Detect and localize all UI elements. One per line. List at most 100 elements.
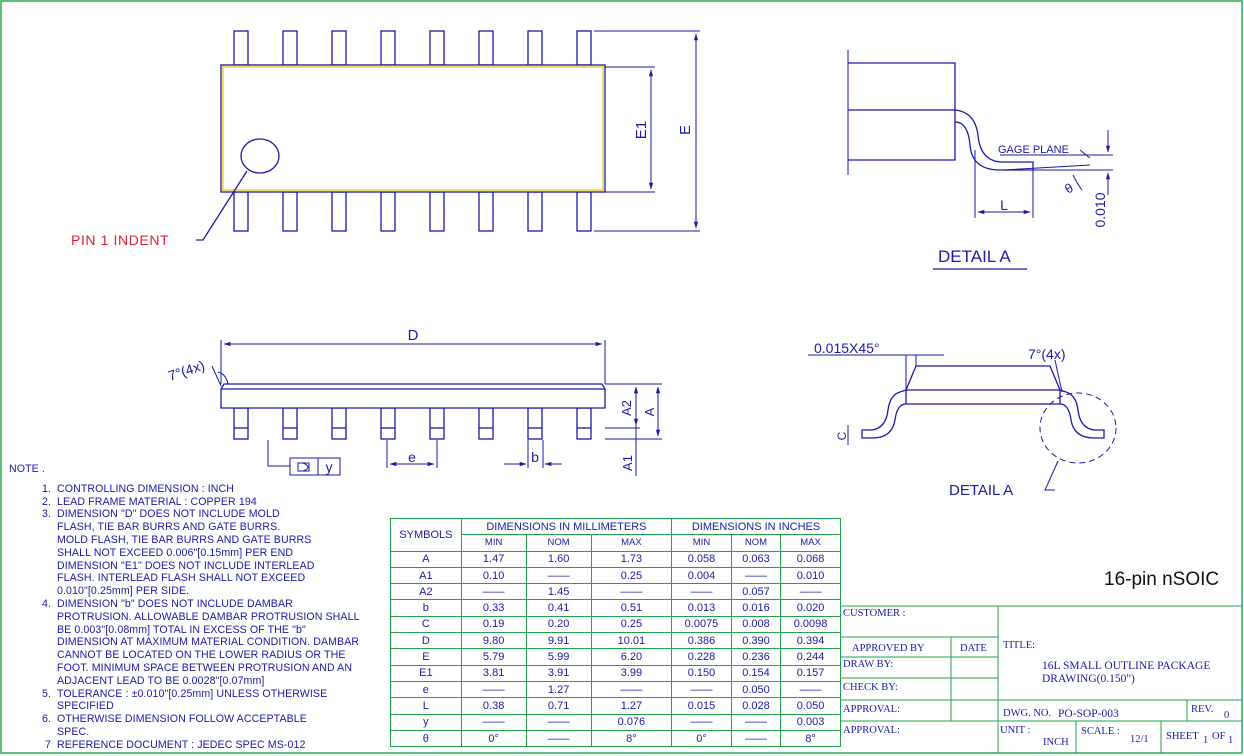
symbol-cell: θ bbox=[390, 729, 462, 748]
value-cell: 8° bbox=[590, 729, 673, 748]
pin1-indent-label: PIN 1 INDENT bbox=[71, 232, 169, 248]
side-lead bbox=[331, 407, 347, 440]
symbol-cell: y bbox=[390, 713, 462, 731]
value-cell: —— bbox=[590, 680, 673, 699]
note-number: 7 bbox=[45, 738, 51, 751]
value-cell: 0.0075 bbox=[671, 615, 732, 634]
title-line2: DRAWING(0.150") bbox=[1042, 673, 1135, 685]
unit-value: INCH bbox=[1043, 737, 1069, 748]
sub-header-nom: NOM bbox=[730, 534, 782, 552]
note-number: 6. bbox=[41, 713, 51, 726]
package-body-top-inner bbox=[222, 66, 604, 191]
note-line: DIMENSION "D" DOES NOT INCLUDE MOLD bbox=[57, 508, 280, 521]
label-pitch-e: e bbox=[408, 449, 416, 465]
approval-label-2: APPROVAL: bbox=[843, 725, 900, 736]
label-gage-plane: GAGE PLANE bbox=[998, 144, 1069, 156]
top-view bbox=[196, 30, 700, 241]
dwg-no-label: DWG. NO. bbox=[1003, 708, 1052, 719]
side-lead bbox=[478, 407, 494, 440]
side-lead bbox=[576, 407, 592, 440]
top-lead-lower bbox=[380, 191, 396, 232]
value-cell: 0.33 bbox=[460, 599, 527, 617]
value-cell: —— bbox=[590, 583, 673, 601]
note-line: LEAD FRAME MATERIAL : COPPER 194 bbox=[57, 495, 257, 508]
value-cell: 0° bbox=[460, 729, 527, 748]
note-line: CONTROLLING DIMENSION : INCH bbox=[57, 482, 235, 495]
value-cell: 0.020 bbox=[780, 599, 841, 617]
value-cell: 6.20 bbox=[590, 648, 673, 666]
package-name: 16-pin nSOIC bbox=[1104, 569, 1220, 590]
note-item: 2.LEAD FRAME MATERIAL : COPPER 194 bbox=[9, 496, 394, 509]
symbol-cell: C bbox=[390, 615, 462, 634]
pin1-indent-circle bbox=[240, 138, 280, 174]
value-cell: 0.51 bbox=[590, 599, 673, 617]
top-lead-upper bbox=[331, 30, 347, 66]
approval-label-1: APPROVAL: bbox=[843, 704, 900, 715]
value-cell: 0.016 bbox=[730, 599, 782, 617]
symbol-cell: E bbox=[390, 648, 462, 666]
note-line: DIMENSION AT MAXIMUM MATERIAL CONDITION.… bbox=[57, 636, 360, 649]
approved-by-label: APPROVED BY bbox=[852, 643, 925, 654]
symbol-cell: L bbox=[390, 697, 462, 715]
value-cell: 0.25 bbox=[590, 615, 673, 634]
value-cell: 5.99 bbox=[525, 648, 592, 666]
value-cell: 3.99 bbox=[590, 664, 673, 682]
label-chamfer: 0.015X45° bbox=[814, 340, 880, 356]
note-line: FLASH, TIE BAR BURRS AND GATE BURRS. bbox=[57, 521, 281, 534]
title-line1: 16L SMALL OUTLINE PACKAGE bbox=[1042, 660, 1211, 672]
symbol-cell: e bbox=[390, 680, 462, 699]
note-line: FLASH. INTERLEAD FLASH SHALL NOT EXCEED bbox=[57, 572, 306, 585]
value-cell: —— bbox=[525, 566, 592, 585]
note-number: 3. bbox=[41, 508, 51, 521]
top-lead-lower bbox=[429, 191, 445, 232]
top-lead-lower bbox=[331, 191, 347, 232]
sheet-total: 1 bbox=[1228, 735, 1234, 746]
label-l: L bbox=[1000, 197, 1008, 213]
top-lead-upper bbox=[576, 30, 592, 66]
value-cell: —— bbox=[525, 729, 592, 748]
note-number: 1. bbox=[41, 482, 51, 495]
value-cell: 0.150 bbox=[671, 664, 732, 682]
notes-header: NOTE . bbox=[9, 463, 45, 475]
value-cell: 9.91 bbox=[525, 632, 592, 650]
value-cell: 0.008 bbox=[730, 615, 782, 634]
value-cell: 1.73 bbox=[590, 550, 673, 568]
top-lead-upper bbox=[233, 30, 249, 66]
value-cell: —— bbox=[730, 729, 782, 748]
value-cell: 0.057 bbox=[730, 583, 782, 601]
top-lead-upper bbox=[429, 30, 445, 66]
flatness-frame bbox=[289, 457, 341, 476]
value-cell: —— bbox=[671, 713, 732, 731]
value-cell: 3.91 bbox=[525, 664, 592, 682]
symbols-header: SYMBOLS bbox=[390, 518, 462, 552]
symbol-cell: A1 bbox=[390, 566, 462, 585]
note-item: 1. CONTROLLING DIMENSION : INCH bbox=[9, 483, 394, 496]
detail-a-circle bbox=[1039, 392, 1117, 464]
detail-a-title: DETAIL A bbox=[938, 247, 1011, 266]
sheet-of-label: OF bbox=[1212, 731, 1226, 742]
value-cell: 0.244 bbox=[780, 648, 841, 666]
value-cell: 1.45 bbox=[525, 583, 592, 601]
title-label: TITLE: bbox=[1003, 640, 1036, 651]
pin1-leader-line bbox=[196, 170, 248, 241]
label-7deg-left: 7°(4x) bbox=[166, 357, 207, 384]
unit-label: UNIT : bbox=[1000, 725, 1031, 736]
scale-label: SCALE : bbox=[1081, 726, 1120, 737]
value-cell: —— bbox=[671, 583, 732, 601]
value-cell: 0.20 bbox=[525, 615, 592, 634]
symbol-cell: b bbox=[390, 599, 462, 617]
value-cell: 0.157 bbox=[780, 664, 841, 682]
symbol-cell: E1 bbox=[390, 664, 462, 682]
value-cell: 0.236 bbox=[730, 648, 782, 666]
detail-a-callout: DETAIL A bbox=[949, 482, 1013, 499]
label-b: b bbox=[531, 449, 539, 465]
label-a: A bbox=[642, 407, 657, 416]
table-row: A2——1.45————0.057—— bbox=[390, 583, 841, 601]
